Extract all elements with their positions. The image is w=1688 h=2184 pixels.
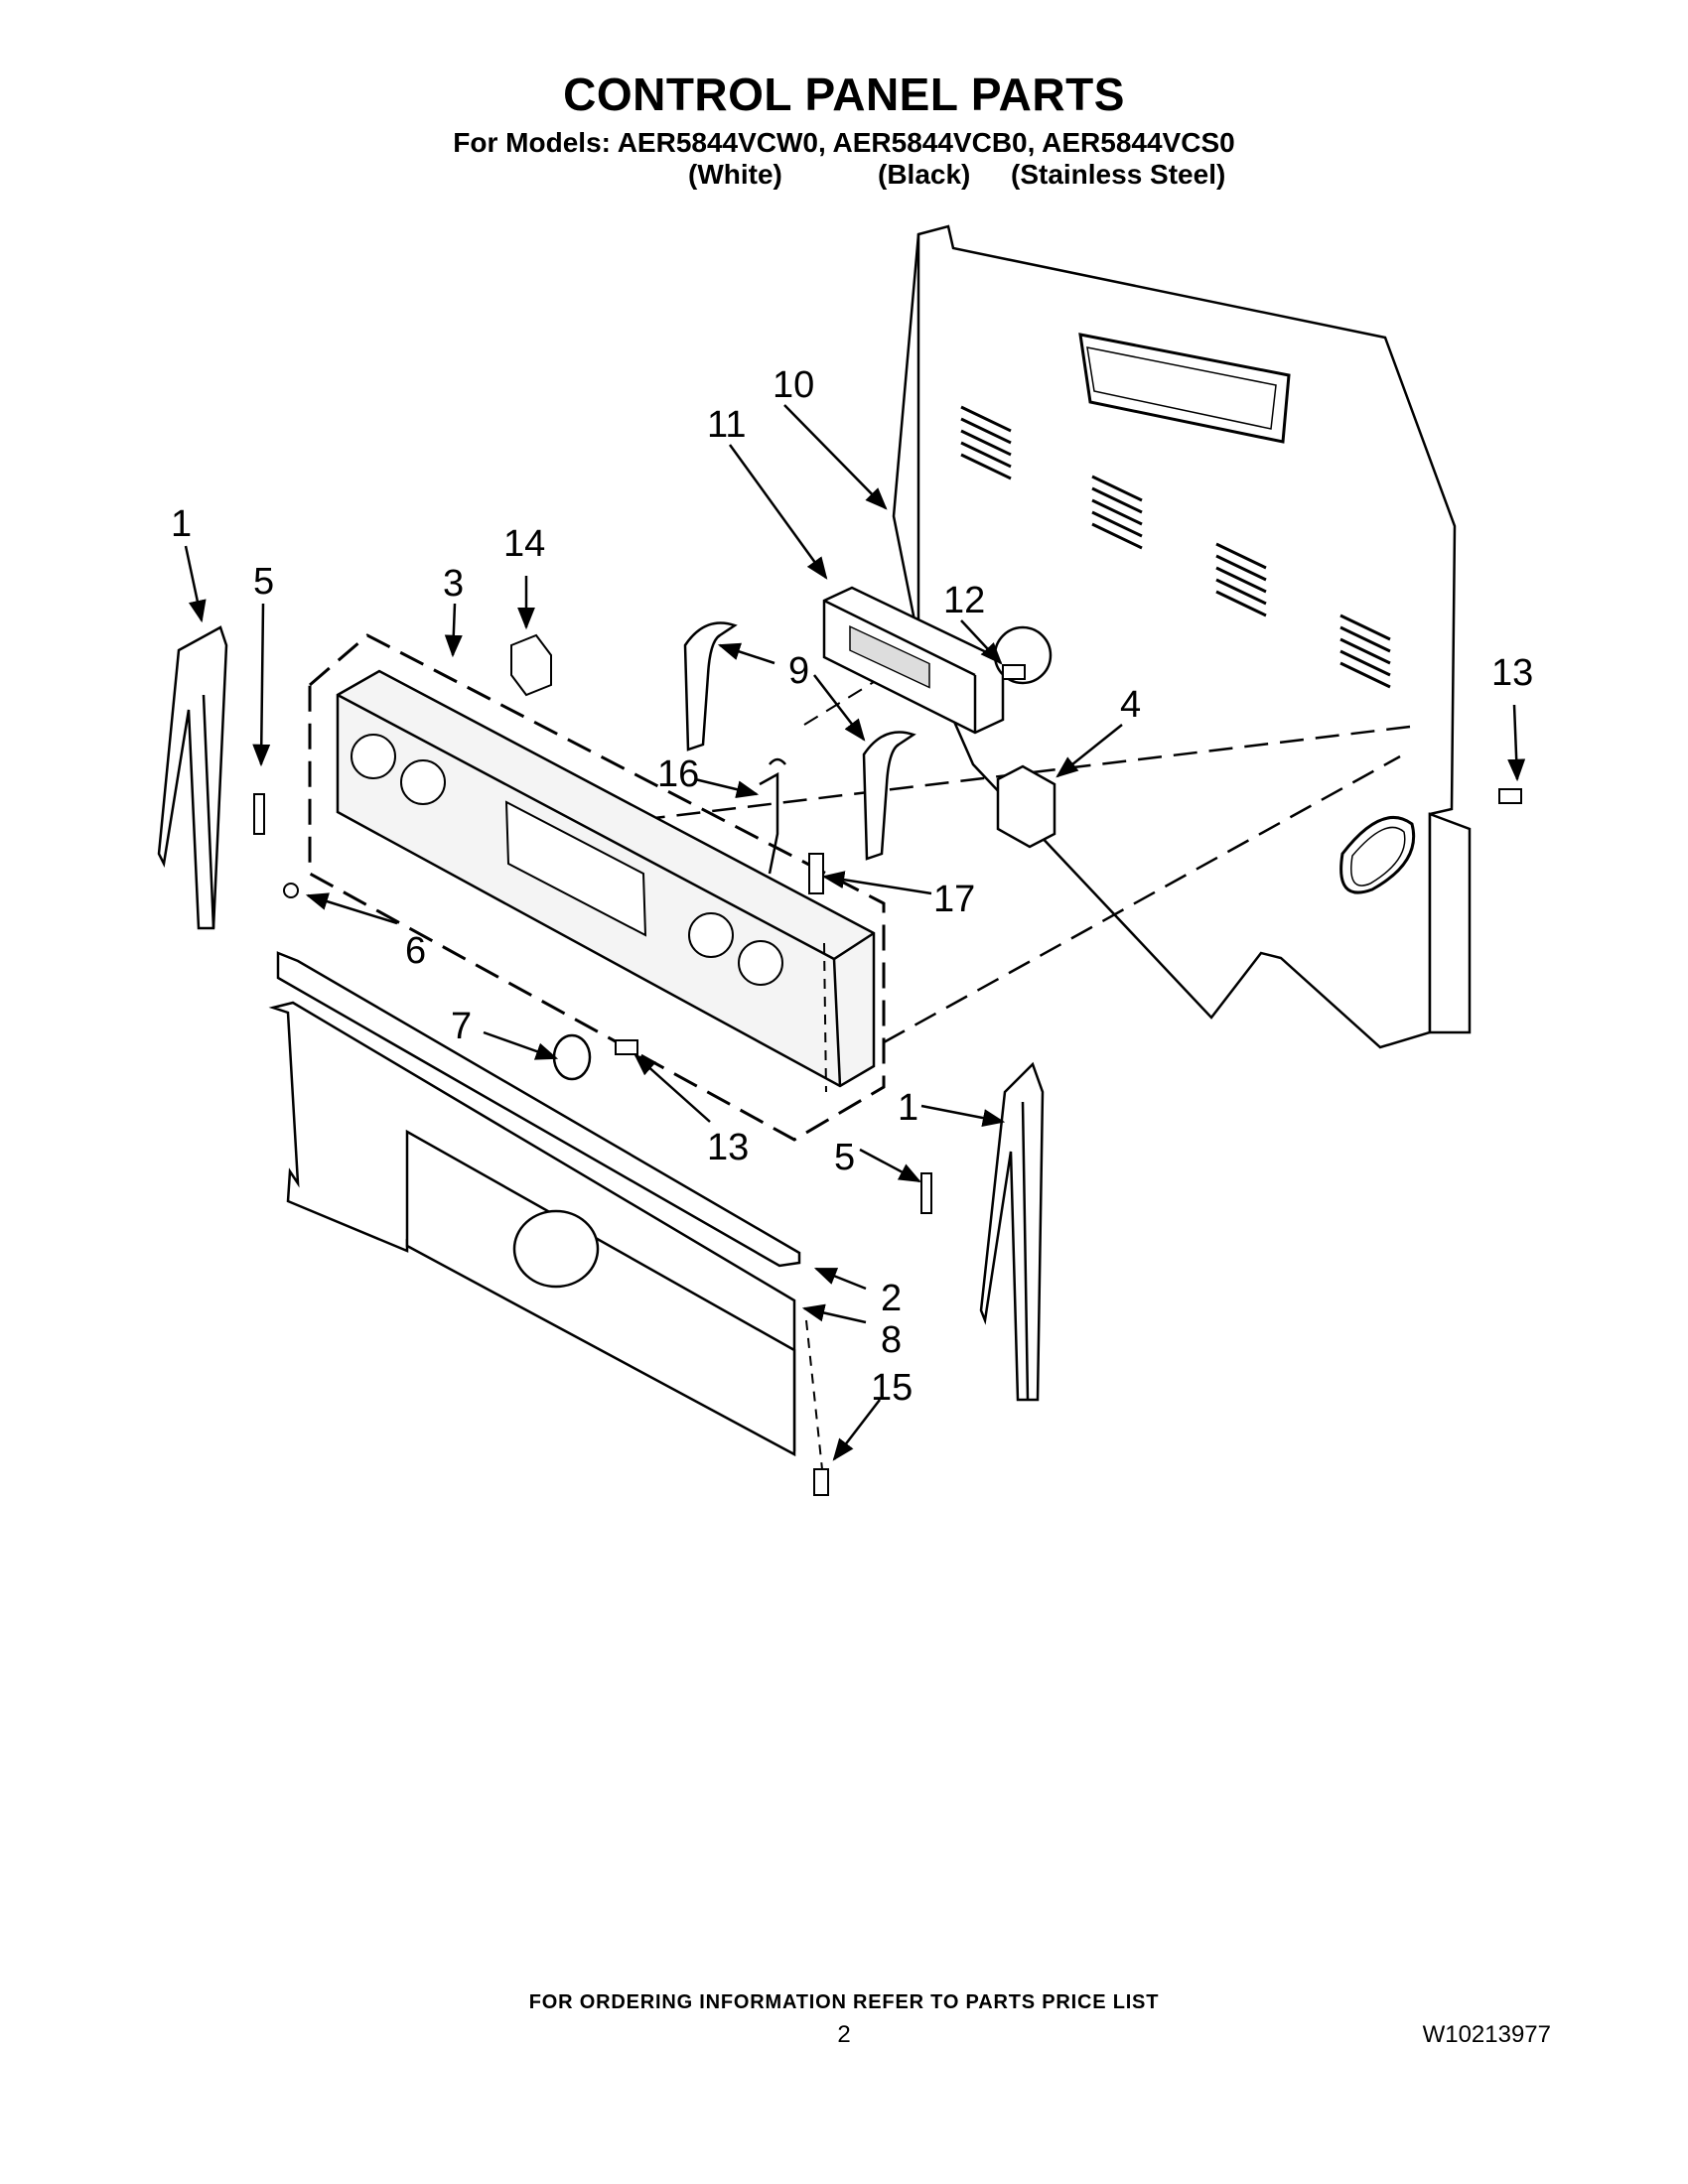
screw-6 <box>283 883 299 898</box>
color-white-label: (White) <box>688 159 782 190</box>
overlay-strip-upper <box>683 621 738 751</box>
clip-left <box>253 793 265 835</box>
screw-13-rear <box>1498 788 1522 804</box>
callout-1-right: 1 <box>898 1087 918 1129</box>
knob <box>552 1033 592 1081</box>
callout-5-right: 5 <box>834 1137 855 1178</box>
screw-13-front <box>615 1039 638 1055</box>
control-panel <box>336 669 876 1088</box>
callout-2: 2 <box>881 1278 902 1319</box>
callout-3: 3 <box>443 563 464 605</box>
side-bracket-right <box>979 1061 1045 1402</box>
callout-17: 17 <box>933 879 975 920</box>
callout-8: 8 <box>881 1319 902 1361</box>
callout-14: 14 <box>503 523 545 565</box>
rear-panel <box>892 224 1472 1049</box>
screw-15 <box>813 1468 829 1496</box>
grommet-17 <box>808 853 824 894</box>
color-stainless-label: (Stainless Steel) <box>1011 159 1226 190</box>
clip-right <box>920 1172 932 1214</box>
callout-10: 10 <box>773 364 814 406</box>
callout-4: 4 <box>1120 684 1141 726</box>
callout-6: 6 <box>405 930 426 972</box>
callout-13-front: 13 <box>707 1127 749 1168</box>
page-number: 2 <box>837 2021 851 2048</box>
screw-12 <box>1002 664 1026 680</box>
electronic-control <box>822 586 1005 735</box>
page-title: CONTROL PANEL PARTS <box>563 68 1125 120</box>
callout-5-left: 5 <box>253 561 274 603</box>
document-id: W10213977 <box>1422 2021 1551 2048</box>
clip-14 <box>510 633 552 697</box>
color-black-label: (Black) <box>878 159 971 190</box>
manifold-panel <box>268 951 801 1457</box>
callout-16: 16 <box>657 753 699 795</box>
overlay-strip-lower <box>862 731 916 861</box>
ordering-note: FOR ORDERING INFORMATION REFER TO PARTS … <box>528 1991 1160 2013</box>
callout-15: 15 <box>871 1367 913 1409</box>
callout-11: 11 <box>707 404 746 446</box>
callout-7: 7 <box>451 1006 472 1047</box>
side-bracket-left <box>157 625 228 930</box>
callout-9: 9 <box>788 650 809 692</box>
callout-12: 12 <box>943 580 985 621</box>
relay <box>996 764 1056 849</box>
wire-harness <box>759 757 786 875</box>
callout-1-left: 1 <box>171 503 192 545</box>
models-line: For Models: AER5844VCW0, AER5844VCB0, AE… <box>453 127 1235 158</box>
callout-13-rear: 13 <box>1491 652 1533 694</box>
